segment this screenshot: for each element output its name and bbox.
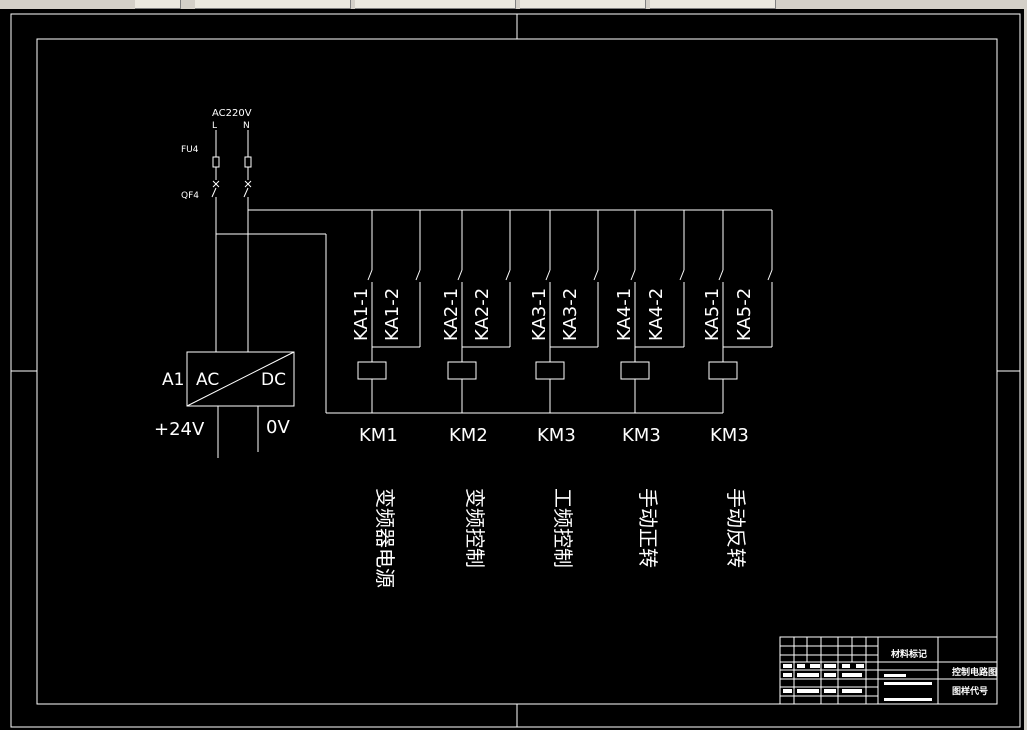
coil-label: KM3	[537, 425, 576, 446]
relay-coil	[620, 361, 650, 380]
contact-label: KA5-2	[734, 288, 755, 341]
coil-label: KM2	[449, 425, 488, 446]
relay-coil	[357, 361, 387, 380]
contact-label: KA4-1	[614, 288, 635, 341]
contact-blade	[367, 269, 373, 281]
psu-input-label: AC	[196, 370, 219, 390]
breaker-marks	[212, 180, 252, 188]
relay-coil	[447, 361, 477, 380]
coil-label: KM1	[359, 425, 398, 446]
psu-output-label: DC	[261, 370, 286, 390]
toolbar-button[interactable]	[520, 0, 646, 9]
coil-label: KM3	[710, 425, 749, 446]
description-label: 手动正转	[636, 488, 660, 568]
contact-label: KA4-2	[646, 288, 667, 341]
contact-label: KA2-2	[472, 288, 493, 341]
description-label: 变频控制	[463, 488, 487, 568]
relay-coil	[535, 361, 565, 380]
contact-label: KA3-2	[560, 288, 581, 341]
description-label: 工频控制	[551, 488, 575, 568]
contact-blade	[457, 269, 463, 281]
contact-label: KA3-1	[529, 288, 550, 341]
title-block-fills	[783, 664, 932, 701]
contact-blade	[679, 269, 685, 281]
title-block	[779, 636, 998, 705]
psu-terminal-label: A1	[162, 370, 184, 390]
toolbar-button[interactable]	[195, 0, 351, 9]
cad-toolbar-strip	[0, 0, 1027, 9]
contact-label: KA5-1	[702, 288, 723, 341]
contact-blade	[505, 269, 511, 281]
contact-blade	[593, 269, 599, 281]
description-label: 手动反转	[724, 488, 748, 568]
coil-label: KM3	[622, 425, 661, 446]
description-label: 变频器电源	[373, 488, 397, 588]
contact-label: KA1-1	[351, 288, 372, 341]
drawing-code-label: 图样代号	[952, 685, 988, 697]
contact-blade	[630, 269, 636, 281]
line-label: L	[212, 121, 217, 131]
drawing-frame	[10, 13, 1021, 728]
toolbar-button[interactable]	[355, 0, 516, 9]
negative-rail-label: 0V	[266, 417, 290, 438]
contact-blade	[718, 269, 724, 281]
breaker-label: QF4	[181, 191, 199, 201]
contact-blade	[545, 269, 551, 281]
contact-label: KA2-1	[441, 288, 462, 341]
contact-blade	[415, 269, 421, 281]
drawing-canvas[interactable]: AC220V L N FU4 QF4 A1 AC DC +24V 0V KA1-…	[0, 9, 1024, 730]
acdc-converter-symbol	[186, 351, 295, 407]
toolbar-button[interactable]	[650, 0, 776, 9]
relay-coil	[708, 361, 738, 380]
fuse-label: FU4	[181, 145, 199, 155]
material-mark-label: 材料标记	[890, 648, 927, 660]
supply-label: AC220V	[212, 108, 252, 119]
drawing-title: 控制电路图	[952, 666, 997, 678]
contact-blade	[767, 269, 773, 281]
neutral-label: N	[243, 121, 250, 131]
window-scrollbar-edge[interactable]	[1024, 9, 1027, 730]
positive-rail-label: +24V	[154, 419, 205, 440]
contact-label: KA1-2	[382, 288, 403, 341]
toolbar-button[interactable]	[135, 0, 181, 9]
